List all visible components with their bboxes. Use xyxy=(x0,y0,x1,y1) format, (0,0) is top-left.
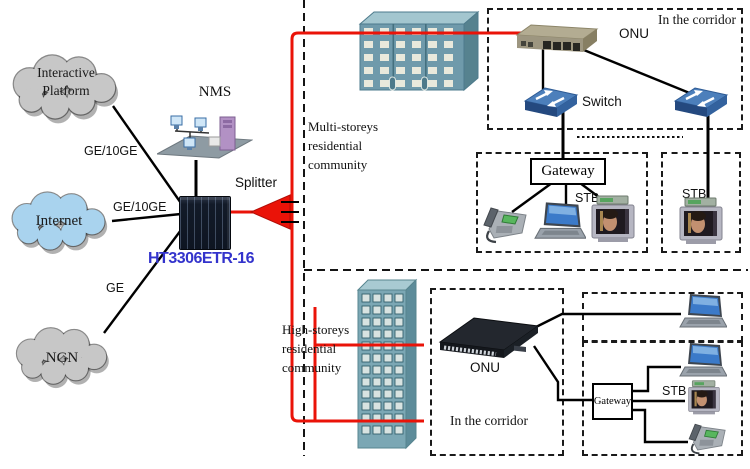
tv-stb-top-right-icon xyxy=(678,197,724,249)
cloud-internet-label: Internet xyxy=(35,213,83,229)
gateway-top-box: Gateway xyxy=(530,158,606,185)
tv-stb-top-icon xyxy=(589,195,637,247)
tv-stb-bottom-icon xyxy=(683,380,725,418)
laptop-bottom1-icon xyxy=(679,292,727,334)
gateway-bottom-label: Gateway xyxy=(593,396,632,407)
stb-top-left-label: STB xyxy=(575,191,600,205)
phone-bottom-icon xyxy=(685,420,731,456)
high-zone-label-line3: community xyxy=(282,360,342,375)
onu-top-icon xyxy=(515,23,599,55)
olt-device xyxy=(179,196,231,250)
multi-zone-label-line1: Multi-storeys xyxy=(308,119,379,134)
high-zone-label-line1: High-storeys xyxy=(282,322,350,337)
switch1-icon xyxy=(523,85,579,121)
cloud-interactive-label-line2: Platform xyxy=(42,83,90,98)
switch2-icon xyxy=(673,85,729,121)
onu-top-label: ONU xyxy=(619,26,649,41)
nms-platform-icon xyxy=(157,110,253,162)
link-label-ge10ge-2: GE/10GE xyxy=(113,200,167,214)
multi-zone-label-line2: residential xyxy=(308,138,363,153)
onu-bottom-icon xyxy=(436,312,540,362)
switch-label: Switch xyxy=(582,94,622,109)
link-label-ge10ge-1: GE/10GE xyxy=(84,144,138,158)
splitter-icon xyxy=(249,194,291,230)
olt-model-label: HT3306ETR-16 xyxy=(148,250,255,267)
stb-top-box xyxy=(661,152,741,253)
corridor-top-title: In the corridor xyxy=(658,12,736,27)
corridor-bottom-title: In the corridor xyxy=(450,413,528,428)
laptop-top-icon xyxy=(534,201,586,245)
multi-storey-building-icon xyxy=(358,10,480,92)
cloud-ngn-label: NGN xyxy=(45,350,79,366)
high-storey-building-icon xyxy=(356,278,418,450)
link-internet-olt xyxy=(111,212,182,223)
splitter-label: Splitter xyxy=(235,175,278,190)
high-zone-label-line2: residential xyxy=(282,341,337,356)
laptop-bottom2-icon xyxy=(679,342,727,382)
link-label-ge: GE xyxy=(106,281,125,295)
onu-bottom-label: ONU xyxy=(470,360,500,375)
gateway-bottom-box: Gateway xyxy=(592,383,633,420)
splitter-fiber-prongs xyxy=(281,201,299,223)
stb-bottom-label: STB xyxy=(662,384,687,398)
multi-zone-label-line3: community xyxy=(308,157,368,172)
phone-top-icon xyxy=(482,203,530,245)
cloud-interactive-label-line1: Interactive xyxy=(37,65,95,80)
nms-label: NMS xyxy=(198,84,232,100)
gateway-top-label: Gateway xyxy=(541,163,595,179)
